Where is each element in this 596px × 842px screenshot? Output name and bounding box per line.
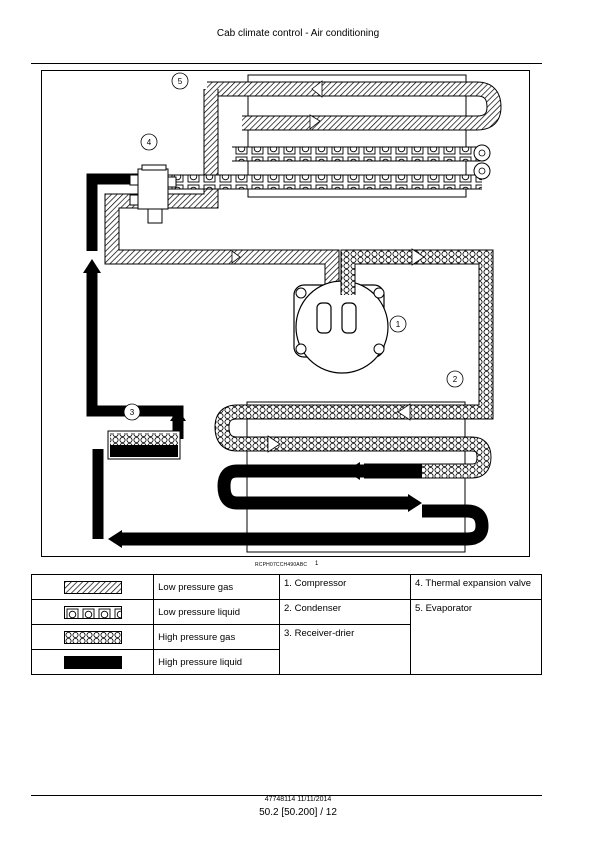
legend-label: Low pressure liquid bbox=[153, 599, 281, 625]
thermal-expansion-valve bbox=[129, 164, 177, 224]
legend-label: Low pressure gas bbox=[153, 574, 281, 600]
figure-number: 1 bbox=[315, 561, 319, 567]
receiver-drier bbox=[107, 430, 181, 460]
legend-label: High pressure liquid bbox=[153, 649, 281, 675]
low-pressure-liquid-swatch bbox=[63, 605, 122, 619]
callout-compressor: 1 bbox=[389, 315, 407, 333]
high-pressure-gas-swatch bbox=[63, 630, 122, 644]
footer-page-number: 50.2 [50.200] / 12 bbox=[259, 807, 337, 818]
legend-label: High pressure gas bbox=[153, 624, 281, 650]
refrigerant-circuit-figure: 1 2 3 4 5 bbox=[41, 70, 530, 557]
page-header-title: Cab climate control - Air conditioning bbox=[216, 28, 380, 39]
svg-text:4: 4 bbox=[147, 138, 152, 147]
legend-row: Low pressure liquid 2. Condenser 5. Evap… bbox=[30, 599, 542, 675]
legend-row: High pressure liquid bbox=[30, 649, 542, 675]
callout-condenser: 2 bbox=[446, 370, 464, 388]
low-pressure-gas-swatch bbox=[63, 580, 122, 594]
high-pressure-gas-line bbox=[214, 248, 494, 479]
legend-table: Low pressure gas 1. Compressor 4. Therma… bbox=[30, 574, 542, 675]
svg-text:1: 1 bbox=[396, 320, 401, 329]
legend-row: High pressure gas 3. Receiver-drier bbox=[30, 624, 542, 675]
low-pressure-liquid-line bbox=[160, 144, 491, 190]
callout-receiver-drier: 3 bbox=[123, 403, 141, 421]
footer-rule bbox=[31, 795, 542, 796]
component-item: 3. Receiver-drier bbox=[279, 624, 412, 675]
callout-expansion-valve: 4 bbox=[140, 133, 158, 151]
svg-text:2: 2 bbox=[453, 375, 458, 384]
svg-text:3: 3 bbox=[130, 408, 135, 417]
legend-row: Low pressure gas 1. Compressor 4. Therma… bbox=[30, 574, 542, 600]
high-pressure-liquid-swatch bbox=[63, 655, 122, 669]
component-item: 4. Thermal expansion valve bbox=[410, 574, 542, 600]
component-item: 2. Condenser bbox=[279, 599, 412, 625]
header-rule bbox=[31, 63, 542, 64]
figure-code: RCPH07CCH490ABC bbox=[255, 562, 308, 568]
component-item: 1. Compressor bbox=[279, 574, 412, 600]
callout-evaporator: 5 bbox=[171, 72, 189, 90]
footer-doc-code: 47748114 11/11/2014 bbox=[264, 796, 332, 803]
svg-text:5: 5 bbox=[178, 77, 183, 86]
component-item: 5. Evaporator bbox=[410, 599, 542, 675]
compressor bbox=[293, 280, 389, 374]
